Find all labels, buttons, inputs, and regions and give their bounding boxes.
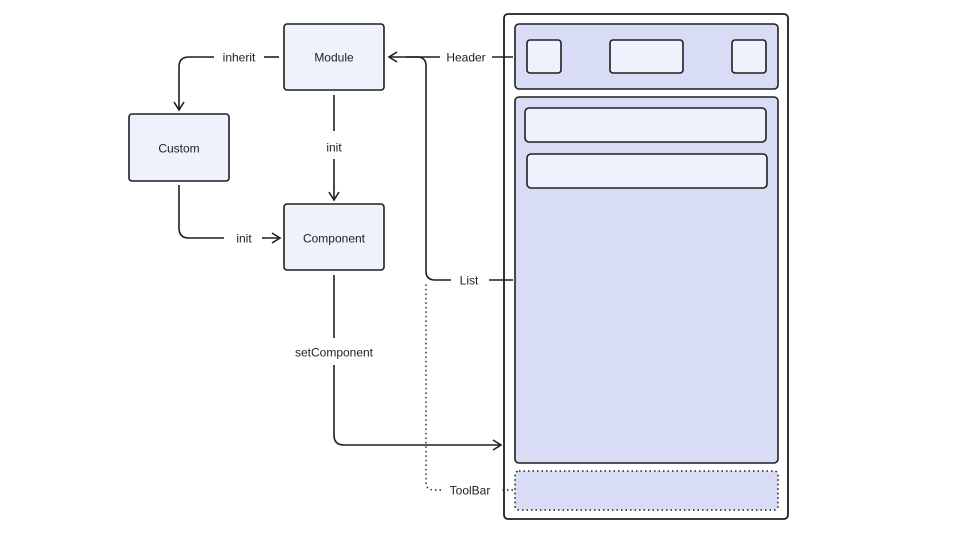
edge-inherit-segment-b xyxy=(178,56,214,109)
edge-set-component-segment-b xyxy=(333,365,500,446)
component-node: Component xyxy=(283,203,385,271)
list-panel-box xyxy=(514,96,779,464)
header-left-slot xyxy=(526,39,562,74)
edge-toolbar-segment-b xyxy=(425,282,441,491)
custom-node-box xyxy=(128,113,230,182)
edge-inherit: inherit xyxy=(173,51,279,112)
edge-toolbar: ToolBar xyxy=(425,282,513,498)
list-item-2 xyxy=(526,153,768,189)
edge-module-init: init xyxy=(326,95,342,202)
edge-inherit-label: inherit xyxy=(223,51,256,65)
edge-header-arrowhead xyxy=(387,51,398,63)
edge-custom-init: init xyxy=(178,185,282,246)
header-right-slot xyxy=(731,39,767,74)
module-node-label: Module xyxy=(314,51,354,65)
list-panel xyxy=(514,96,779,464)
edge-header-label: Header xyxy=(446,51,485,65)
custom-node: Custom xyxy=(128,113,230,182)
edge-list-segment-b xyxy=(406,56,451,281)
custom-node-label: Custom xyxy=(158,142,199,156)
edge-header: Header xyxy=(387,51,513,65)
module-node-box xyxy=(283,23,385,91)
edge-set-component-label: setComponent xyxy=(295,346,374,360)
phone-mockup xyxy=(503,13,789,520)
edge-inherit-arrowhead xyxy=(173,101,185,112)
header-center-slot xyxy=(609,39,684,74)
component-node-label: Component xyxy=(303,232,366,246)
edge-custom-init-segment-a xyxy=(178,185,224,239)
edge-toolbar-label: ToolBar xyxy=(450,484,491,498)
edge-list-label: List xyxy=(460,274,479,288)
edge-custom-init-label: init xyxy=(236,232,252,246)
edge-custom-init-arrowhead xyxy=(271,232,282,244)
edge-module-init-arrowhead xyxy=(328,191,340,202)
header-panel xyxy=(514,23,779,90)
edge-set-component: setComponent xyxy=(295,275,503,451)
edge-set-component-arrowhead xyxy=(492,439,503,451)
toolbar-panel xyxy=(514,470,779,511)
module-node: Module xyxy=(283,23,385,91)
edge-list: List xyxy=(406,56,513,288)
list-item-1 xyxy=(524,107,767,143)
edge-module-init-label: init xyxy=(326,141,342,155)
component-node-box xyxy=(283,203,385,271)
